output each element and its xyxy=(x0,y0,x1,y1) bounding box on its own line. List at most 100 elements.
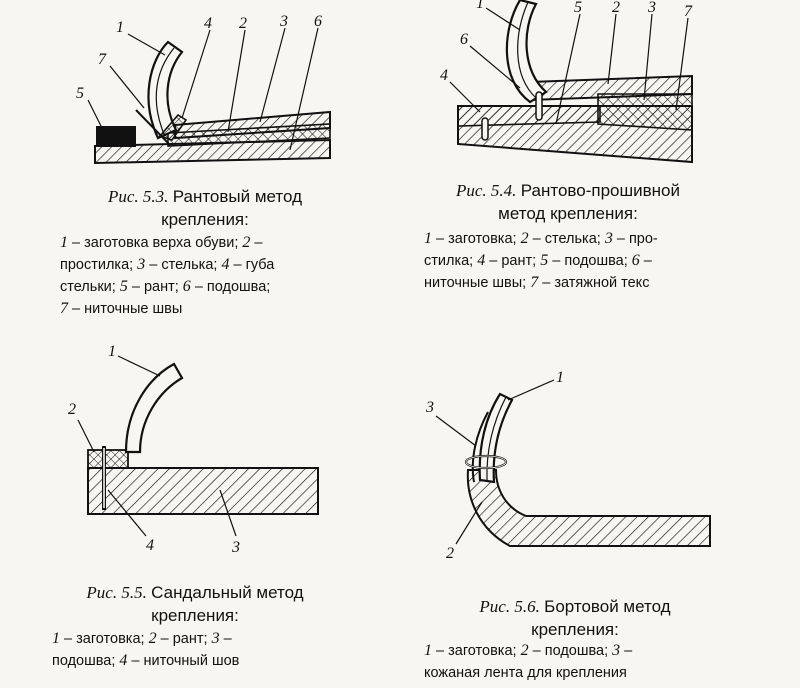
figure-5-6: 1 3 2 xyxy=(426,350,730,580)
filler xyxy=(597,93,693,131)
figure-5-4-drawing xyxy=(449,0,693,164)
leader-2 xyxy=(227,29,246,133)
leather-strip xyxy=(471,411,489,483)
label-7: 7 xyxy=(684,3,692,20)
leader-2 xyxy=(77,419,95,453)
caption-5-6: Рис. 5.6. Бортовой метод крепления: xyxy=(430,596,720,641)
label-5: 5 xyxy=(574,0,582,16)
label-2: 2 xyxy=(239,15,247,32)
caption-title-line1: Рис. 5.4. Рантово-прошивной xyxy=(418,180,718,203)
legend-text: простилка; xyxy=(60,257,138,273)
upper xyxy=(505,0,548,104)
label-4: 4 xyxy=(204,15,212,32)
legend-text: – заготовка; xyxy=(432,231,521,247)
legend-number: 2 xyxy=(242,234,251,251)
leader-3 xyxy=(219,489,237,537)
upper-inner-line xyxy=(486,396,507,482)
label-6: 6 xyxy=(314,13,322,30)
label-1: 1 xyxy=(476,0,484,12)
legend-number: 1 xyxy=(52,630,60,647)
legend-number: 3 xyxy=(211,630,220,647)
sole xyxy=(466,469,711,547)
legend-number: 6 xyxy=(182,278,191,295)
label-1: 1 xyxy=(556,369,564,386)
label-7: 7 xyxy=(98,51,106,68)
leader-1 xyxy=(127,33,166,56)
leader-7 xyxy=(109,65,145,109)
upper-inner-line xyxy=(155,47,175,135)
figure-ref: Рис. 5.6. xyxy=(479,597,540,616)
legend-number: 4 xyxy=(477,252,486,269)
legend-line: кожаная лента для крепления xyxy=(424,662,724,684)
legend-5-6: 1 – заготовка; 2 – подошва; 3 – кожаная л… xyxy=(424,640,724,684)
caption-title-line1: Рис. 5.3. Рантовый метод xyxy=(60,186,350,209)
welt xyxy=(96,126,136,147)
leader-4 xyxy=(181,29,211,119)
upper xyxy=(124,362,184,454)
legend-text: – про- xyxy=(612,231,658,247)
legend-text: кожаная лента для крепления xyxy=(424,665,627,681)
caption-title-line2: метод крепления: xyxy=(498,204,638,223)
insole-lip xyxy=(158,113,188,141)
leader-1 xyxy=(485,7,521,31)
legend-number: 7 xyxy=(60,300,68,317)
legend-text: стельки; xyxy=(60,279,120,295)
welt xyxy=(87,449,129,469)
leader-2 xyxy=(455,501,483,545)
legend-text: стилка; xyxy=(424,253,478,269)
figure-title: Рантово-прошивной xyxy=(520,181,680,200)
leader-3 xyxy=(259,27,286,123)
legend-number: 7 xyxy=(530,274,539,291)
figure-title: Бортовой метод xyxy=(544,597,671,616)
figure-5-5-drawing xyxy=(77,355,319,537)
legend-line: простилка; 3 – стелька; 4 – губа xyxy=(60,254,342,276)
caption-5-5: Рис. 5.5. Сандальный метод крепления: xyxy=(50,582,340,627)
legend-number: 4 xyxy=(221,256,230,273)
figure-5-4: 1 6 4 5 2 3 7 xyxy=(430,0,730,180)
figure-ref: Рис. 5.5. xyxy=(86,583,147,602)
label-5: 5 xyxy=(76,85,84,102)
legend-text: – xyxy=(219,631,232,647)
label-4: 4 xyxy=(440,67,448,84)
legend-line: 1 – заготовка; 2 – подошва; 3 – xyxy=(424,640,724,662)
leader-2 xyxy=(607,13,617,85)
caption-5-4: Рис. 5.4. Рантово-прошивной метод крепле… xyxy=(418,180,718,225)
label-6: 6 xyxy=(460,31,468,48)
caption-title-line1: Рис. 5.5. Сандальный метод xyxy=(50,582,340,605)
legend-number: 1 xyxy=(424,230,432,247)
caption-title-line1: Рис. 5.6. Бортовой метод xyxy=(430,596,720,619)
figure-ref: Рис. 5.3. xyxy=(107,187,169,206)
legend-text: – xyxy=(620,643,633,659)
legend-5-5: 1 – заготовка; 2 – рант; 3 –подошва; 4 –… xyxy=(52,628,304,672)
legend-line: ниточные швы; 7 – затяжной текс xyxy=(424,272,722,294)
legend-line: 1 – заготовка; 2 – стелька; 3 – про- xyxy=(424,228,722,250)
stitch xyxy=(135,109,171,146)
leader-7 xyxy=(675,17,689,111)
leader-1 xyxy=(507,379,555,401)
legend-text: – ниточный шов xyxy=(127,653,240,669)
legend-number: 1 xyxy=(60,234,68,251)
legend-text: ниточные швы; xyxy=(424,275,531,291)
label-4: 4 xyxy=(146,537,154,554)
figure-5-5: 1 2 4 3 xyxy=(60,340,360,570)
legend-number: 1 xyxy=(424,642,432,659)
legend-line: стилка; 4 – рант; 5 – подошва; 6 – xyxy=(424,250,722,272)
legend-text: – заготовка; xyxy=(60,631,149,647)
leader-6 xyxy=(469,45,521,89)
legend-line: подошва; 4 – ниточный шов xyxy=(52,650,304,672)
legend-number: 3 xyxy=(137,256,146,273)
figure-title: Рантовый метод xyxy=(172,187,303,206)
label-2: 2 xyxy=(612,0,620,16)
label-3: 3 xyxy=(648,0,656,16)
caption-title-line2: крепления: xyxy=(531,620,619,639)
figure-5-6-drawing xyxy=(435,379,711,547)
legend-text: подошва; xyxy=(52,653,120,669)
legend-line: 7 – ниточные швы xyxy=(60,298,342,320)
figure-5-3: 1 7 5 4 2 3 6 xyxy=(60,0,360,180)
legend-text: – xyxy=(639,253,652,269)
leader-6 xyxy=(289,27,319,151)
leader-3 xyxy=(643,13,653,101)
label-2: 2 xyxy=(68,401,76,418)
label-1: 1 xyxy=(108,343,116,360)
legend-number: 5 xyxy=(119,278,128,295)
